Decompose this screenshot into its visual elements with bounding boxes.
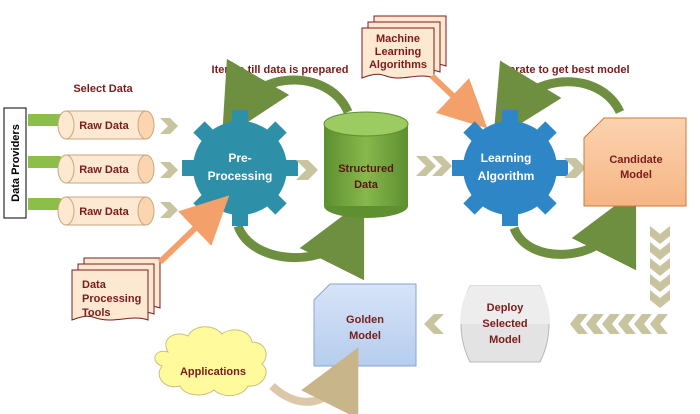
data-tools-label-2: Processing: [82, 293, 141, 305]
iterate-model-top-arrow: [493, 60, 625, 141]
raw-data-cylinder-1: Raw Data: [57, 110, 155, 140]
data-providers-label: Data Providers: [10, 124, 22, 202]
raw-data-cylinder-3: Raw Data: [57, 196, 155, 226]
deploy-label-1: Deploy: [487, 302, 525, 314]
preprocessing-label-1: Pre-: [228, 151, 251, 165]
chevron-arrow-icon: [424, 314, 444, 334]
iterate-model-label: Iterate to get best model: [502, 64, 629, 76]
candidate-model-label-1: Candidate: [609, 154, 662, 166]
raw-data-label-1: Raw Data: [79, 120, 129, 132]
iterate-bottom-arrow: [233, 199, 365, 281]
raw-data-cylinder-2: Raw Data: [57, 154, 155, 184]
structured-data-label-1: Structured: [338, 163, 394, 175]
chevron-arrow-icon: [564, 158, 586, 178]
gear-icon: Learning Algorithm: [452, 110, 568, 226]
structured-data-cylinder: Structured Data: [323, 111, 409, 218]
iterate-model-bottom-arrow: [509, 189, 637, 271]
raw-data-label-3: Raw Data: [79, 206, 129, 218]
chevron-arrow-icon: [416, 156, 452, 176]
ml-algorithms-arrow: [429, 73, 488, 129]
ml-algorithms-label-3: Algorithms: [369, 59, 427, 71]
golden-model-box: Golden Model: [313, 283, 417, 367]
golden-model-label-1: Golden: [346, 314, 384, 326]
preprocessing-label-2: Processing: [208, 169, 273, 183]
golden-model-label-2: Model: [349, 330, 381, 342]
chevron-arrow-icon: [160, 118, 178, 218]
gear-icon: Pre- Processing: [182, 110, 298, 226]
deploy-selected-model-box: Deploy Selected Model: [460, 285, 550, 363]
applications-arrow: [269, 347, 359, 414]
deploy-label-2: Selected: [482, 318, 527, 330]
cloud-icon: Applications: [154, 326, 267, 396]
raw-data-label-2: Raw Data: [79, 164, 129, 176]
iterate-top-arrow: [221, 58, 353, 140]
document-stack-icon: Data Processing Tools: [71, 257, 161, 321]
learning-algorithm-label-2: Algorithm: [478, 169, 535, 183]
data-tools-label-1: Data: [82, 279, 107, 291]
select-data-label: Select Data: [73, 83, 133, 95]
data-providers-box: [3, 107, 27, 219]
candidate-model-box: Candidate Model: [583, 117, 687, 207]
applications-label: Applications: [180, 366, 246, 378]
deploy-label-3: Model: [489, 334, 521, 346]
iterate-data-label: Iterate till data is prepared: [212, 64, 349, 76]
structured-data-label-2: Data: [354, 179, 379, 191]
ml-algorithms-label-1: Machine: [376, 33, 420, 45]
candidate-model-label-2: Model: [620, 169, 652, 181]
document-stack-icon: Machine Learning Algorithms: [361, 15, 447, 79]
chevron-arrow-icon: [570, 314, 668, 334]
chevron-arrow-icon: [296, 160, 318, 180]
chevron-arrow-icon: [650, 226, 670, 308]
data-tools-arrow: [157, 195, 230, 265]
data-tools-label-3: Tools: [82, 307, 111, 319]
ml-algorithms-label-2: Learning: [375, 46, 421, 58]
learning-algorithm-label-1: Learning: [481, 151, 532, 165]
